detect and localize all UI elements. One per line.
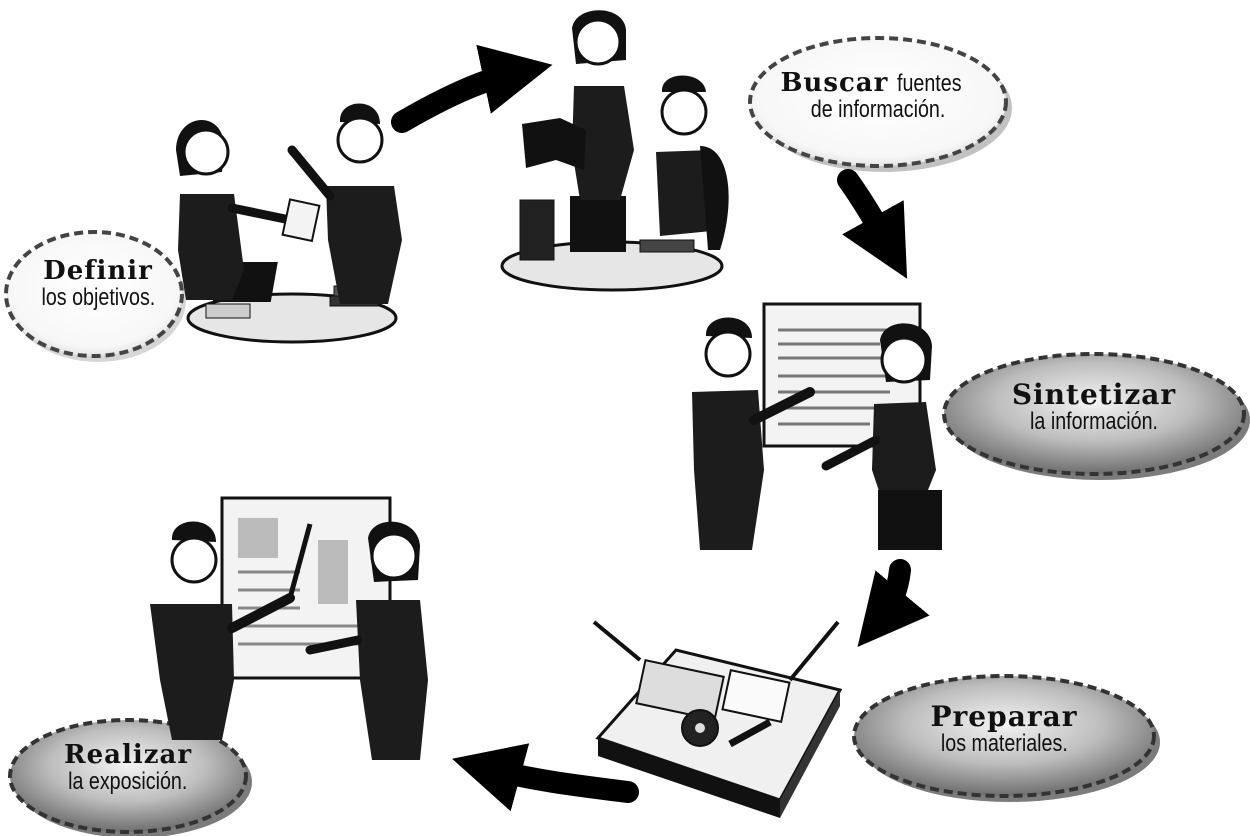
text-realizar: la exposición.: [68, 769, 187, 794]
keyword-preparar: Preparar: [874, 702, 1134, 731]
scene-sintetizar-illustration: [692, 304, 942, 550]
scene-buscar-illustration: [502, 10, 729, 290]
keyword-sintetizar: Sintetizar: [964, 380, 1224, 409]
text-buscar-line1: fuentes: [897, 71, 962, 96]
label-preparar: Preparar los materiales.: [874, 702, 1134, 757]
arrow-sintetizar-to-preparar: [880, 570, 900, 620]
text-sintetizar: la información.: [1030, 409, 1158, 434]
label-definir: Definir los objetivos.: [14, 258, 182, 310]
label-sintetizar: Sintetizar la información.: [964, 380, 1224, 435]
label-realizar: Realizar la exposición.: [18, 742, 238, 794]
label-buscar: Buscar fuentes de información.: [758, 70, 998, 122]
keyword-buscar: Buscar: [780, 68, 888, 98]
keyword-realizar: Realizar: [18, 742, 238, 769]
arrow-buscar-to-sintetizar: [848, 180, 890, 248]
keyword-definir: Definir: [14, 258, 182, 285]
arrow-definir-to-buscar: [402, 72, 518, 122]
scene-realizar-illustration: [150, 498, 428, 760]
text-definir: los objetivos.: [41, 285, 155, 310]
scene-definir-illustration: [176, 104, 402, 343]
arrow-preparar-to-realizar: [486, 768, 628, 792]
text-buscar-line2: de información.: [811, 97, 946, 122]
text-preparar: los materiales.: [941, 731, 1068, 756]
